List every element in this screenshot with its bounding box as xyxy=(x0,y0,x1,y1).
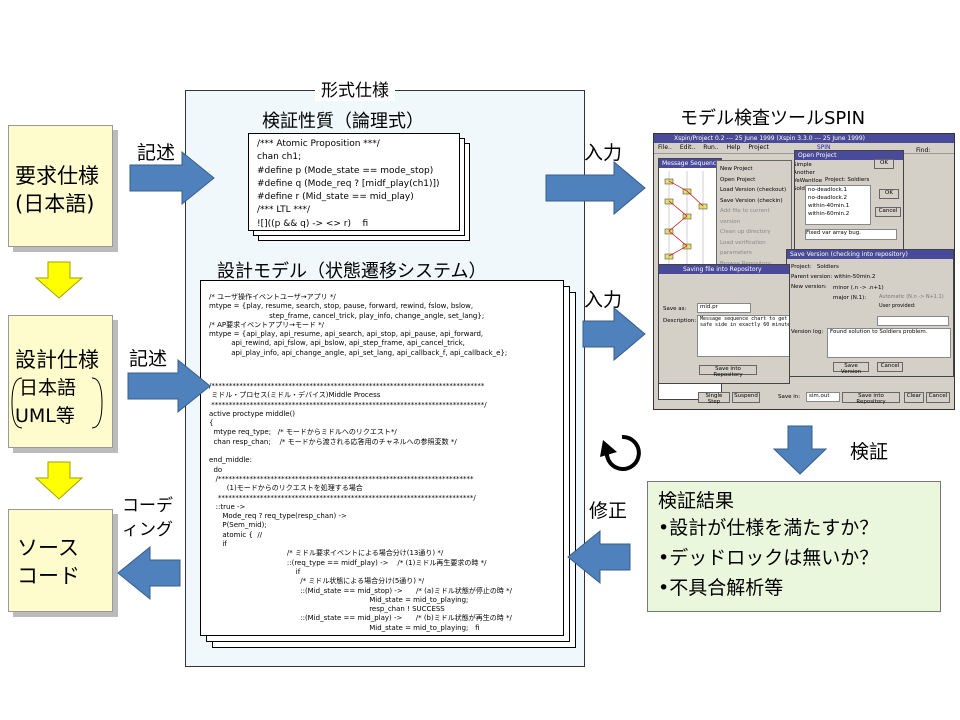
saving-file-title: Saving file into Repository xyxy=(659,265,789,274)
description-label: Description: xyxy=(663,318,697,324)
sv-project-label: Project: Soldiers xyxy=(791,264,839,270)
model-code-top: /* ユーザ操作イベントユーザ→アプリ */ mtype = {play, re… xyxy=(209,293,508,357)
menu-help[interactable]: Help xyxy=(726,144,741,151)
save-in-label: Save in: xyxy=(778,394,801,400)
source-code-text: ソース コード xyxy=(17,536,80,588)
verification-property-title: 検証性質（論理式） xyxy=(262,111,424,132)
save-version-window: Save Version (checking into repository) … xyxy=(786,249,954,377)
verify-label: 検証 xyxy=(850,441,889,463)
top-ok-button[interactable]: OK xyxy=(874,159,894,169)
clear-button[interactable]: Clear xyxy=(904,392,924,403)
project-menu-item[interactable]: Browse Repository xyxy=(720,259,791,270)
fix-label: 修正 xyxy=(589,500,628,522)
version-item-2[interactable]: within-40min.1 xyxy=(808,203,850,209)
model-document: /* ユーザ操作イベントユーザ→アプリ */ mtype = {play, re… xyxy=(200,280,564,636)
project-menu-item[interactable]: Clean up directory xyxy=(720,229,771,235)
input-label-1: 入力 xyxy=(584,142,623,164)
spin-window-title: Xspin/Project 0.2 --- 25 June 1999 (Xspi… xyxy=(654,134,954,143)
verification-result-box: 検証結果 •設計が仕様を満たすか？ •デッドロックは無いか？ •不具合解析等 xyxy=(647,481,941,612)
design-spec-box: 設計仕様 日本語 UML等 xyxy=(8,315,113,448)
simple-item-1[interactable]: Another xyxy=(794,170,815,176)
design-model-title: 設計モデル（状態遷移システム） xyxy=(217,261,487,282)
sv-parent-value: within-50min.2 xyxy=(834,274,876,280)
result-item-spec: •設計が仕様を満たすか？ xyxy=(658,517,879,539)
sv-new-version: New version: xyxy=(791,284,827,290)
single-step-button[interactable]: Single Step xyxy=(698,392,730,405)
menu-edit[interactable]: Edit.. xyxy=(679,144,696,151)
version-item-1[interactable]: no-deadlock.2 xyxy=(808,195,848,201)
sv-minor-option[interactable]: minor (.n -> .n+1) xyxy=(833,285,884,291)
arrow-coding xyxy=(117,545,181,601)
suspend-button[interactable]: Suspend xyxy=(732,392,760,403)
arrow-verify xyxy=(772,425,828,475)
save-in-field[interactable]: sim.out xyxy=(806,392,840,402)
project-menu-item[interactable]: Load Version (checkout) xyxy=(720,187,787,193)
bottom-cancel-button[interactable]: Cancel xyxy=(926,392,950,403)
describe-label-2: 記述 xyxy=(129,348,168,370)
spin-screenshot: Xspin/Project 0.2 --- 25 June 1999 (Xspi… xyxy=(653,133,955,410)
design-spec-title: 設計仕様 xyxy=(15,348,99,372)
menu-project[interactable]: Project xyxy=(748,144,769,151)
cycle-icon xyxy=(600,434,641,471)
open-project-label: Project: Soldiers xyxy=(825,177,870,183)
save-version-cancel[interactable]: Cancel xyxy=(877,362,903,372)
saving-file-window: Saving file into Repository Save as: Des… xyxy=(658,264,790,384)
project-menu-item[interactable]: Load verification parameters xyxy=(720,239,766,257)
describe-label-1: 記述 xyxy=(137,142,176,164)
property-document: /*** Atomic Proposition ***/ chan ch1; #… xyxy=(248,133,460,231)
open-ok-button[interactable]: OK xyxy=(879,189,899,199)
input-label-2: 入力 xyxy=(584,289,623,311)
arrow-input-2 xyxy=(582,306,646,362)
open-project-title: Open Project xyxy=(795,151,903,160)
find-label: Find: xyxy=(916,147,931,154)
save-version-button[interactable]: Save Version xyxy=(833,362,869,375)
project-menu-item[interactable]: Open Project xyxy=(720,176,756,183)
sv-major-option[interactable]: major (N.1): xyxy=(833,295,867,301)
description-field[interactable]: Message sequence chart to get safe side … xyxy=(697,315,789,357)
fixed-note: Fixed var array bug. xyxy=(805,229,897,240)
menu-run[interactable]: Run.. xyxy=(703,144,719,151)
yellow-arrow-1 xyxy=(34,261,84,299)
yellow-arrow-2 xyxy=(34,461,84,500)
message-sequence-title: Message Sequence xyxy=(659,159,721,168)
sv-parent-label: Parent version: within-50min.2 xyxy=(791,274,876,280)
sv-version-log-label: Version log: xyxy=(791,329,824,335)
design-spec-item-japanese: 日本語 xyxy=(19,377,77,399)
requirements-spec-box: 要求仕様 (日本語) xyxy=(8,125,113,247)
simple-list: Simple Another VeWantloe Soldiers xyxy=(794,161,823,193)
simple-item-0[interactable]: Simple xyxy=(794,162,812,168)
sv-version-log-field[interactable]: Found solution to Soldiers problem. xyxy=(827,328,951,358)
formal-spec-title: 形式仕様 xyxy=(315,76,395,101)
model-code-bottom: /***************************************… xyxy=(209,382,512,632)
simple-item-2[interactable]: VeWantloe xyxy=(794,178,823,184)
result-item-analysis: •不具合解析等 xyxy=(658,577,784,599)
version-item-0[interactable]: no-deadlock.1 xyxy=(808,187,848,193)
bottom-save-into-repo-button[interactable]: Save into Repository xyxy=(842,392,900,405)
open-cancel-button[interactable]: Cancel xyxy=(875,207,901,217)
sv-project-value: Soldiers xyxy=(816,264,839,270)
simple-item-3[interactable]: Soldiers xyxy=(795,185,822,193)
menu-file[interactable]: File.. xyxy=(658,144,672,151)
requirements-spec-text: 要求仕様 (日本語) xyxy=(15,164,99,216)
sv-user-provided-option[interactable]: User provided: xyxy=(879,303,916,309)
source-code-box: ソース コード xyxy=(8,509,113,612)
project-menu-item[interactable]: New Project xyxy=(720,166,753,172)
save-as-label: Save as: xyxy=(663,306,687,312)
message-sequence-chart xyxy=(664,171,708,274)
coding-label: コーデ ィング xyxy=(122,496,173,540)
result-title: 検証結果 xyxy=(658,490,735,512)
version-list[interactable]: no-deadlock.1 no-deadlock.2 within-40min… xyxy=(805,185,871,225)
version-item-3[interactable]: within-60min.2 xyxy=(808,211,850,217)
save-into-repo-button[interactable]: Save into Repository xyxy=(699,365,757,378)
spin-tool-title: モデル検査ツールSPIN xyxy=(680,108,866,129)
project-menu-item[interactable]: Save Version (checkin) xyxy=(720,197,783,204)
result-item-deadlock: •デッドロックは無いか？ xyxy=(658,547,879,569)
project-menu-item[interactable]: Add file to current version xyxy=(720,208,770,225)
save-as-field[interactable]: mid.pr xyxy=(697,303,751,313)
save-version-title: Save Version (checking into repository) xyxy=(787,250,953,259)
sv-user-version-field[interactable] xyxy=(877,316,949,326)
design-spec-item-uml: UML等 xyxy=(15,405,75,427)
sv-automatic-option[interactable]: Automatic (N.n -> N+1.1) xyxy=(879,294,944,300)
menu-spin[interactable]: SPIN xyxy=(816,144,831,151)
